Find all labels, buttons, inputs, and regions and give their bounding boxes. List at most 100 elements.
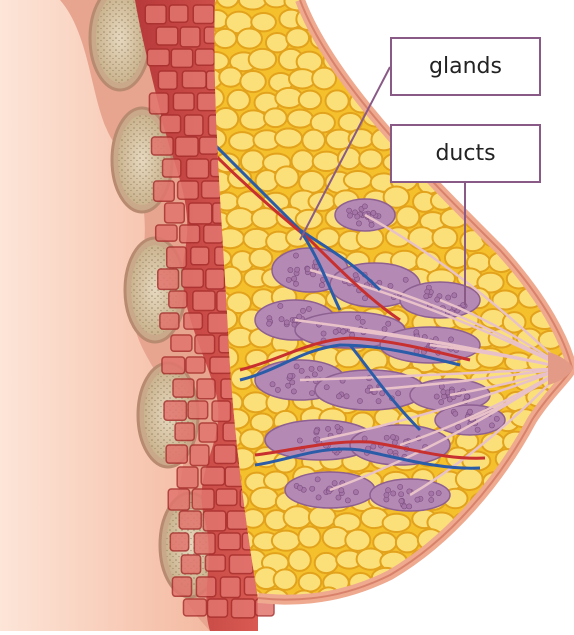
gland-acinus: [355, 214, 360, 219]
muscle-cell: [177, 467, 198, 488]
gland-acinus: [376, 399, 381, 404]
fat-lobule: [299, 171, 324, 193]
gland-acinus: [333, 329, 338, 334]
fat-lobule: [288, 549, 310, 571]
gland-acinus: [489, 423, 494, 428]
muscle-cell: [169, 291, 187, 308]
muscle-cell: [160, 115, 180, 133]
muscle-cell: [178, 181, 199, 199]
muscle-cell: [204, 225, 223, 243]
gland-acinus: [448, 337, 453, 342]
fat-lobule: [243, 392, 269, 412]
gland-acinus: [284, 320, 289, 325]
muscle-cell: [214, 445, 236, 463]
fat-lobule: [315, 553, 338, 573]
gland-acinus: [382, 327, 387, 332]
muscle-cell: [203, 511, 226, 531]
gland-acinus: [315, 437, 320, 442]
fat-lobule: [309, 506, 336, 528]
gland-acinus: [336, 394, 341, 399]
muscle-cell: [201, 467, 224, 485]
fat-lobule: [396, 206, 419, 227]
gland-acinus: [297, 485, 302, 490]
gland-acinus: [355, 315, 360, 320]
gland-acinus: [392, 440, 397, 445]
ducts-label: ducts: [390, 124, 541, 183]
muscle-cell: [229, 555, 253, 574]
gland-acinus: [362, 296, 367, 301]
gland-acinus: [384, 492, 389, 497]
fat-lobule: [237, 28, 262, 48]
fat-lobule: [299, 91, 321, 109]
gland-acinus: [305, 267, 310, 272]
gland-acinus: [345, 498, 350, 503]
fat-lobule: [456, 468, 483, 490]
fat-lobule: [275, 129, 302, 148]
muscle-cell: [173, 93, 194, 110]
gland-acinus: [293, 281, 298, 286]
gland-acinus: [270, 382, 275, 387]
gland-acinus: [295, 267, 300, 272]
gland-acinus: [384, 435, 389, 440]
gland-acinus: [388, 283, 393, 288]
fat-lobule: [408, 227, 434, 249]
gland-acinus: [314, 429, 319, 434]
gland-acinus: [365, 388, 370, 393]
gland-acinus: [435, 297, 440, 302]
muscle-cell: [210, 357, 232, 373]
muscle-cell: [171, 49, 192, 67]
gland-acinus: [467, 409, 472, 414]
muscle-cell: [165, 203, 185, 223]
gland-acinus: [399, 492, 404, 497]
muscle-cell: [189, 203, 212, 224]
gland-acinus: [388, 449, 393, 454]
gland-acinus: [429, 491, 434, 496]
gland-acinus: [317, 366, 322, 371]
gland-acinus: [402, 504, 407, 509]
muscle-cell: [193, 5, 214, 24]
gland-acinus: [321, 331, 326, 336]
muscle-cell: [176, 137, 199, 156]
gland-acinus: [332, 481, 337, 486]
gland-acinus: [341, 329, 346, 334]
fat-lobule: [250, 488, 278, 509]
gland-acinus: [344, 394, 349, 399]
fat-lobule: [240, 71, 265, 92]
muscle-cell: [147, 49, 169, 66]
gland-acinus: [452, 293, 457, 298]
fat-lobule: [227, 90, 249, 110]
gland-acinus: [396, 391, 401, 396]
fat-lobule: [275, 166, 299, 187]
fat-lobule: [286, 28, 309, 47]
gland-acinus: [371, 444, 376, 449]
muscle-cell: [156, 225, 177, 241]
muscle-cell: [206, 269, 225, 289]
gland-acinus: [319, 283, 324, 288]
fat-lobule: [313, 152, 340, 171]
gland-acinus: [290, 380, 295, 385]
gland-acinus: [446, 295, 451, 300]
fat-lobule: [264, 108, 287, 127]
gland-acinus: [309, 390, 314, 395]
gland-acinus: [279, 317, 284, 322]
gland-acinus: [278, 303, 283, 308]
muscle-cell: [183, 599, 206, 616]
muscle-cell: [191, 247, 209, 265]
fat-lobule: [383, 514, 411, 532]
gland-acinus: [386, 321, 391, 326]
gland-acinus: [390, 434, 395, 439]
muscle-cell: [188, 401, 208, 419]
gland-acinus: [434, 394, 439, 399]
fat-lobule: [326, 90, 349, 111]
gland-acinus: [309, 366, 314, 371]
gland-acinus: [292, 276, 297, 281]
muscle-cell: [182, 71, 206, 88]
muscle-cell: [152, 137, 174, 155]
muscle-cell: [190, 445, 209, 465]
gland-acinus: [299, 368, 304, 373]
muscle-cell: [192, 489, 214, 509]
gland-acinus: [439, 384, 444, 389]
gland-acinus: [310, 486, 315, 491]
fat-lobule: [302, 130, 325, 151]
gland-acinus: [266, 321, 271, 326]
